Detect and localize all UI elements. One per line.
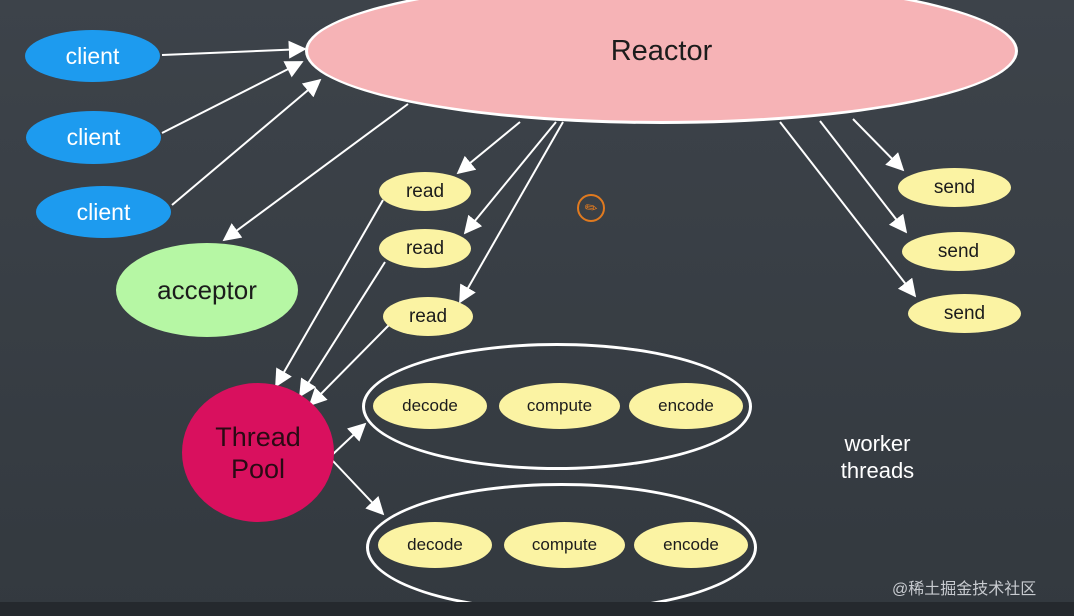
read-label: read <box>405 237 445 259</box>
encode-label: encode <box>663 535 719 554</box>
read-node-2: read <box>379 229 471 268</box>
arrow-reactor-read2 <box>463 121 557 235</box>
worker-threads-label: worker threads <box>820 430 935 484</box>
send-node-2: send <box>902 232 1015 271</box>
watermark: @稀土掘金技术社区 <box>892 581 1037 598</box>
decode-node-1: decode <box>373 383 487 429</box>
arrow-reactor-read3 <box>459 121 564 304</box>
arrow-read1-pool <box>275 199 384 388</box>
client-label: client <box>65 42 120 69</box>
send-label: send <box>937 240 980 262</box>
worker-group-1 <box>362 343 752 470</box>
compute-node-2: compute <box>504 522 625 568</box>
worker-threads-line1: worker <box>844 431 911 456</box>
arrow-client1-reactor <box>161 40 307 59</box>
read-label: read <box>405 180 445 202</box>
send-node-3: send <box>908 294 1021 333</box>
arrow-client2-reactor <box>161 61 304 134</box>
arrow-read2-pool <box>299 261 386 398</box>
client-label: client <box>76 198 131 225</box>
client-node-2: client <box>26 111 161 164</box>
read-node-1: read <box>379 172 471 211</box>
arrow-reactor-send3 <box>779 121 917 298</box>
send-node-1: send <box>898 168 1011 207</box>
worker-threads-line2: threads <box>840 458 915 483</box>
acceptor-label: acceptor <box>157 274 257 305</box>
send-label: send <box>943 302 986 324</box>
arrow-reactor-acceptor <box>222 103 409 242</box>
arrow-read3-pool <box>308 324 390 407</box>
thread-pool-label-line1: Thread <box>215 421 301 452</box>
arrow-pool-group1 <box>331 422 367 456</box>
client-node-3: client <box>36 186 171 238</box>
read-node-3: read <box>383 297 473 336</box>
compute-label: compute <box>531 535 598 554</box>
encode-label: encode <box>658 396 714 415</box>
thread-pool-label-line2: Pool <box>230 453 286 484</box>
acceptor-node: acceptor <box>116 243 298 337</box>
arrow-client3-reactor <box>171 78 322 206</box>
send-label: send <box>933 176 976 198</box>
reactor-label: Reactor <box>610 34 713 67</box>
compute-label: compute <box>526 396 593 415</box>
encode-node-1: encode <box>629 383 743 429</box>
arrow-reactor-send2 <box>819 120 908 234</box>
bottom-bar <box>0 602 1074 616</box>
client-node-1: client <box>25 30 160 82</box>
compute-node-1: compute <box>499 383 620 429</box>
arrow-reactor-read1 <box>456 121 521 175</box>
reactor-node: Reactor <box>305 0 1018 124</box>
pen-cursor-icon: ✎ <box>577 194 605 222</box>
decode-label: decode <box>407 535 463 554</box>
thread-pool-node: Thread Pool <box>182 383 334 522</box>
arrow-reactor-send1 <box>852 118 905 172</box>
arrow-pool-group2 <box>331 459 385 516</box>
client-label: client <box>66 124 121 150</box>
decode-label: decode <box>402 396 458 415</box>
encode-node-2: encode <box>634 522 748 568</box>
read-label: read <box>408 305 448 327</box>
decode-node-2: decode <box>378 522 492 568</box>
